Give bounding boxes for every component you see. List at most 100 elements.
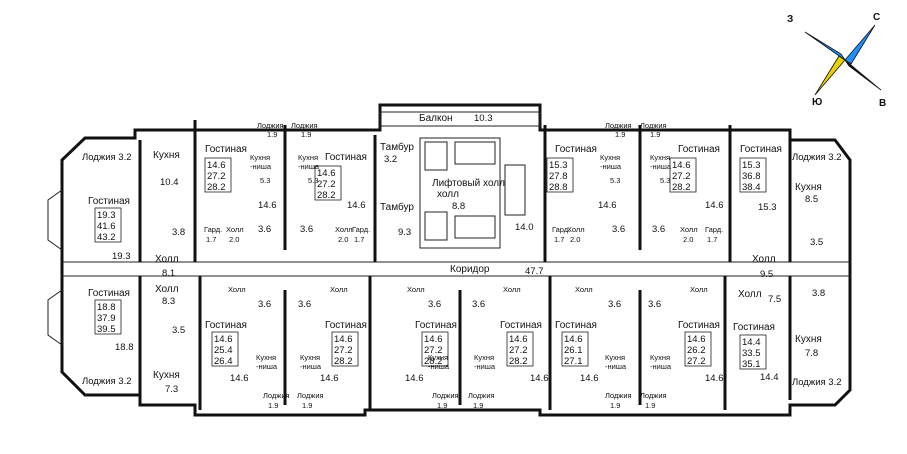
top-niche-0: Кухня bbox=[250, 153, 270, 162]
corridor-label: Коридор bbox=[450, 264, 490, 275]
bottom-apartment-0-area-2: 26.4 bbox=[214, 356, 233, 367]
corner-apartment-1-area-box bbox=[94, 299, 122, 335]
top-bath-2: 3.6 bbox=[612, 224, 625, 235]
corner-apartment-0-bath-area: 3.8 bbox=[172, 227, 185, 238]
bottom-loggia-area-4: 1.9 bbox=[610, 401, 620, 410]
bottom-living-3: 14.6 bbox=[530, 373, 549, 384]
bottom-apartment-1-area-2: 28.2 bbox=[334, 356, 353, 367]
top-hall-1: Холл bbox=[335, 225, 353, 234]
top-niche-area-3: 5.3 bbox=[660, 176, 670, 185]
tambur-bottom-label: Тамбур bbox=[380, 201, 414, 213]
bottom-niche-4: Кухня bbox=[605, 353, 625, 362]
top-apartment-0-label: Гостиная bbox=[205, 144, 247, 155]
corner-apartment-3-area-2: 35.1 bbox=[742, 359, 761, 370]
hall-right-bottom-area: 7.5 bbox=[768, 294, 781, 305]
corner-apartment-1-kitchen: Кухня bbox=[153, 370, 180, 381]
hall-right-top-label: Холл bbox=[752, 254, 776, 265]
top-loggia-1: Лоджия bbox=[291, 121, 318, 130]
apartments: Гостиная14.627.228.2Гостиная14.627.228.2… bbox=[82, 121, 842, 410]
bottom-niche-5: Кухня bbox=[650, 353, 670, 362]
bottom-apartment-5-label: Гостиная bbox=[678, 320, 720, 331]
corner-apartment-1-label: Гостиная bbox=[88, 288, 130, 299]
top-niche-b-3: -ниша bbox=[650, 162, 672, 171]
bottom-loggia-area-5: 1.9 bbox=[645, 401, 655, 410]
top-apartment-2-area-1: 27.8 bbox=[549, 171, 568, 182]
top-apartment-3-area-0: 14.6 bbox=[672, 160, 691, 171]
top-hall-area-1: 2.0 bbox=[338, 235, 348, 244]
hall-right-top-area: 9.5 bbox=[760, 269, 773, 280]
top-apartment-2-label: Гостиная bbox=[555, 144, 597, 155]
corner-apartment-1-area-1: 37.9 bbox=[97, 313, 116, 324]
top-niche-b-0: -ниша bbox=[250, 162, 272, 171]
corner-apartment-3-kitchen: Кухня bbox=[795, 334, 822, 345]
corner-apartment-1-living-area: 18.8 bbox=[115, 342, 134, 353]
top-apartment-2-area-box bbox=[546, 157, 574, 193]
bottom-living-5: 14.6 bbox=[705, 373, 724, 384]
bottom-apartment-0-area-1: 25.4 bbox=[214, 345, 233, 356]
corner-apartment-1-kitchen-area: 7.3 bbox=[165, 384, 178, 395]
bottom-niche-1: Кухня bbox=[300, 353, 320, 362]
top-loggia-area-3: 1.9 bbox=[650, 130, 660, 139]
bottom-living-0: 14.6 bbox=[230, 373, 249, 384]
bottom-hall-3: Холл bbox=[503, 285, 521, 294]
bottom-apartment-4-area-box bbox=[561, 331, 589, 367]
bottom-apartment-0-area-box bbox=[211, 331, 239, 367]
top-hall-0: Холл bbox=[226, 225, 244, 234]
corner-apartment-1-area-2: 39.5 bbox=[97, 324, 116, 335]
top-bath-1: 3.6 bbox=[300, 224, 313, 235]
top-apartment-3-label: Гостиная bbox=[678, 144, 720, 155]
bottom-loggia-area-2: 1.9 bbox=[437, 401, 447, 410]
bottom-niche-b-2: -ниша bbox=[428, 362, 450, 371]
corner-apartment-0-kitchen-area: 10.4 bbox=[160, 177, 179, 188]
top-gard-2: Гард. bbox=[552, 225, 570, 234]
tambur-top-label: Тамбур bbox=[380, 141, 414, 153]
bottom-apartment-3-area-box bbox=[506, 331, 534, 367]
bottom-niche-b-3: -ниша bbox=[474, 362, 496, 371]
compass-north-needle bbox=[844, 24, 876, 65]
corner-apartment-3-label: Гостиная bbox=[733, 322, 775, 333]
top-bath-0: 3.6 bbox=[258, 224, 271, 235]
hall-left-bottom-label: Холл bbox=[155, 284, 179, 295]
bottom-niche-b-1: -ниша bbox=[300, 362, 322, 371]
bottom-loggia-area-1: 1.9 bbox=[302, 401, 312, 410]
unit-walls bbox=[138, 120, 792, 410]
hall-left-top-area: 8.1 bbox=[162, 268, 175, 279]
top-living-1: 14.6 bbox=[347, 200, 366, 211]
balcony-label: Балкон bbox=[419, 113, 453, 124]
tambur-top-area: 3.2 bbox=[384, 154, 397, 165]
top-niche-2: Кухня bbox=[600, 153, 620, 162]
corner-apartment-0-kitchen: Кухня bbox=[153, 150, 180, 161]
lift-hall-area: 8.8 bbox=[452, 201, 465, 212]
top-loggia-3: Лоджия bbox=[640, 121, 667, 130]
corner-apartment-2-living-area: 15.3 bbox=[758, 202, 777, 213]
bottom-niche-b-5: -ниша bbox=[650, 362, 672, 371]
compass-west-needle bbox=[804, 31, 846, 61]
corner-apartment-0-area-box bbox=[94, 207, 122, 243]
corner-apartment-2-area-0: 15.3 bbox=[742, 160, 761, 171]
corner-apartment-1-area-0: 18.8 bbox=[97, 302, 116, 313]
bottom-loggia-area-3: 1.9 bbox=[473, 401, 483, 410]
bottom-bath-4: 3.6 bbox=[608, 299, 621, 310]
top-apartment-1-area-1: 27.2 bbox=[317, 179, 336, 190]
bottom-hall-1: Холл bbox=[330, 285, 348, 294]
top-niche-area-0: 5.3 bbox=[260, 176, 270, 185]
bottom-loggia-1: Лоджия bbox=[297, 391, 324, 400]
top-hall-area-0: 2.0 bbox=[229, 235, 239, 244]
bottom-apartment-5-area-1: 26.2 bbox=[687, 345, 706, 356]
bottom-bath-3: 3.6 bbox=[472, 299, 485, 310]
corner-apartment-2-bath-area: 3.5 bbox=[810, 237, 823, 248]
corner-apartment-2-loggia: Лоджия 3.2 bbox=[792, 152, 842, 163]
corner-apartment-1-loggia: Лоджия 3.2 bbox=[82, 376, 132, 387]
bottom-apartment-5-area-2: 27.2 bbox=[687, 356, 706, 367]
top-loggia-area-1: 1.9 bbox=[301, 130, 311, 139]
bottom-hall-4: Холл bbox=[575, 285, 593, 294]
top-apartment-3-area-box bbox=[669, 157, 697, 193]
top-hall-2: Холл bbox=[567, 225, 585, 234]
outer-walls bbox=[47, 103, 852, 417]
bottom-niche-b-4: -ниша bbox=[605, 362, 627, 371]
top-loggia-2: Лоджия bbox=[605, 121, 632, 130]
bottom-living-2: 14.6 bbox=[405, 373, 424, 384]
bottom-apartment-3-area-1: 27.2 bbox=[509, 345, 528, 356]
balcony-area: 10.3 bbox=[474, 113, 493, 124]
top-niche-area-2: 5.3 bbox=[610, 176, 620, 185]
